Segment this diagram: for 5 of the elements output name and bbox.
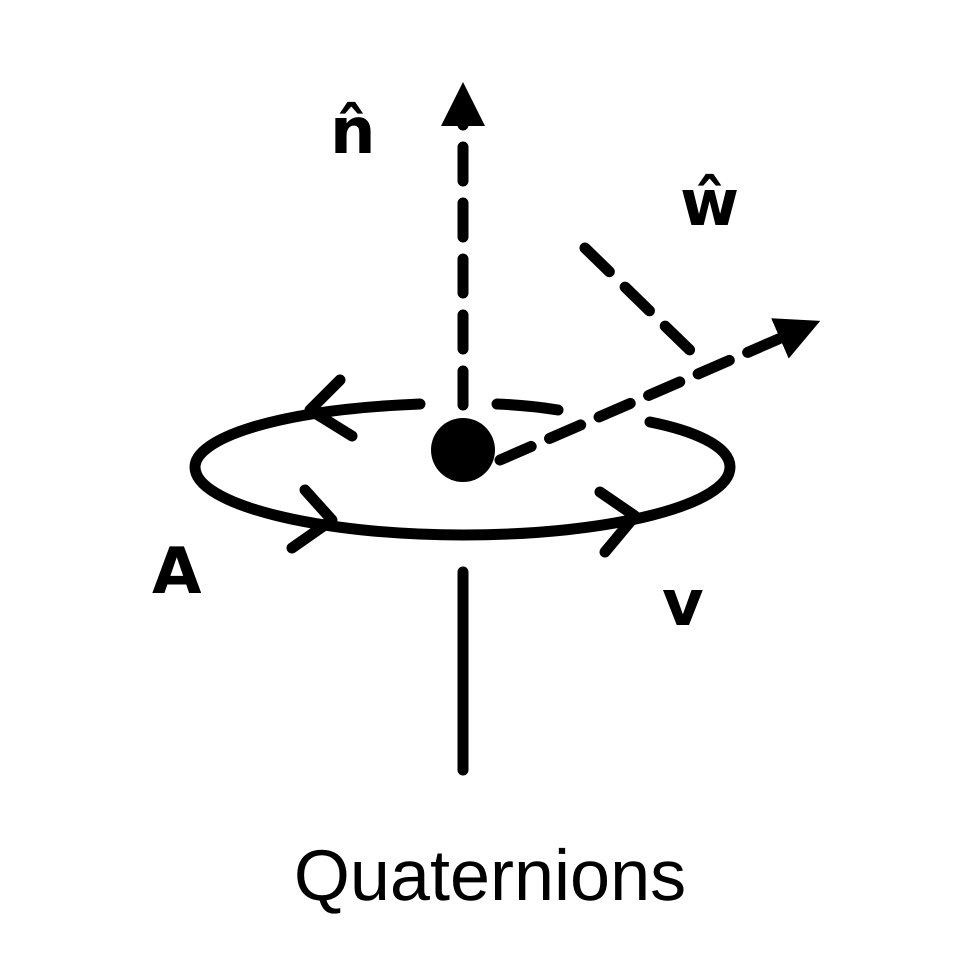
- caption: Quaternions: [292, 835, 688, 917]
- vector-label: v: [662, 572, 704, 636]
- vector-label: ŵ: [680, 172, 740, 236]
- vector-label: A: [152, 540, 202, 604]
- vector-label: n̂: [330, 100, 376, 164]
